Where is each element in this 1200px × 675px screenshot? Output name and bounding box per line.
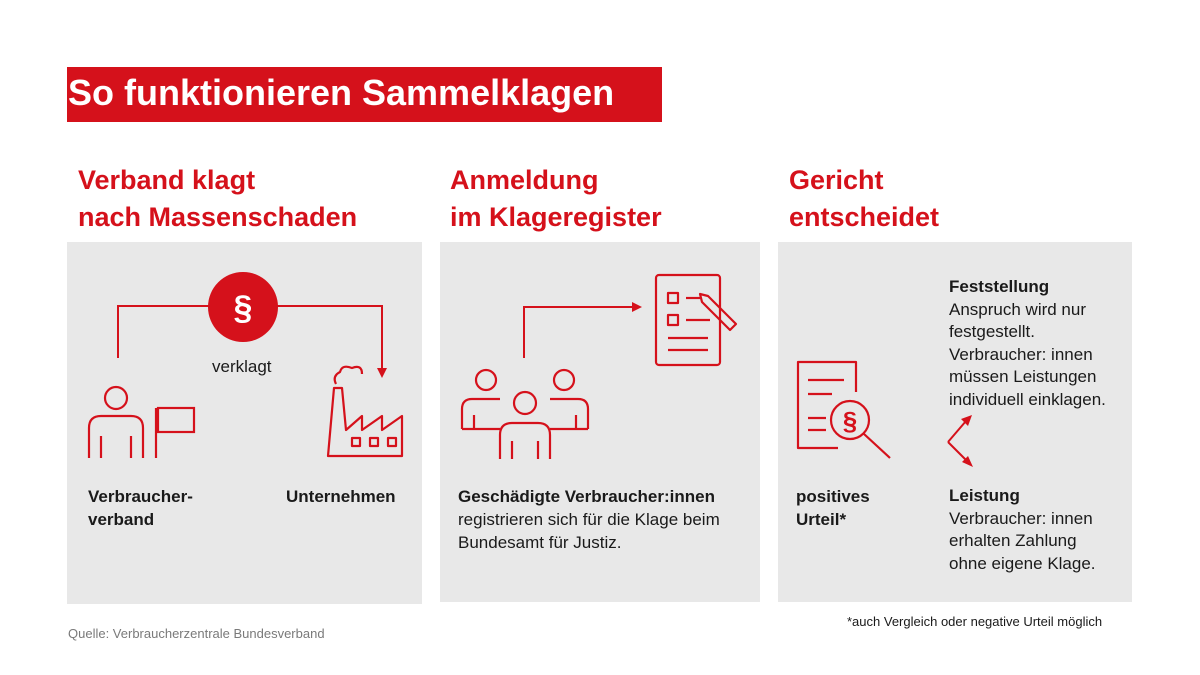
actor-company: Unternehmen	[286, 487, 396, 506]
column-heading-1: Verband klagt nach Massenschaden	[78, 162, 357, 236]
outcome-leistung: Leistung Verbraucher: innen erhalten Zah…	[949, 485, 1096, 575]
registry-text-line2: registrieren sich für die Klage beim	[458, 510, 720, 529]
outcome1-line5: individuell einklagen.	[949, 389, 1106, 409]
outcome1-line4: müssen Leistungen	[949, 367, 1097, 386]
factory-icon	[326, 365, 404, 458]
verdict-paragraph-symbol: §	[843, 406, 857, 436]
verdict-document-icon: §	[796, 360, 891, 459]
column-heading-3-line1: Gericht	[789, 165, 884, 195]
verdict-label: positives Urteil*	[796, 485, 870, 531]
paragraph-symbol: §	[234, 289, 253, 327]
column-heading-2-line2: im Klageregister	[450, 202, 662, 232]
outcome1-title: Feststellung	[949, 277, 1050, 296]
actor-left-line1: Verbraucher-	[88, 487, 193, 506]
panel-registry	[440, 242, 760, 602]
outcome2-line1: Verbraucher: innen	[949, 508, 1093, 528]
registry-text-bold: Geschädigte Verbraucher:innen	[458, 487, 715, 506]
registry-text-line3: Bundesamt für Justiz.	[458, 533, 622, 552]
outcome1-line2: festgestellt.	[949, 322, 1035, 341]
column-heading-2: Anmeldung im Klageregister	[450, 162, 662, 236]
verdict-line2: Urteil*	[796, 510, 847, 529]
column-heading-3: Gericht entscheidet	[789, 162, 939, 236]
column-heading-1-line1: Verband klagt	[78, 165, 256, 195]
consumer-group-icon	[460, 368, 590, 459]
actor-consumer-association: Verbraucher- verband	[88, 485, 193, 531]
panel-verdict	[778, 242, 1132, 602]
column-heading-1-line2: nach Massenschaden	[78, 202, 358, 232]
outcome2-line2: erhalten Zahlung	[949, 531, 1077, 550]
page-title: So funktionieren Sammelklagen	[68, 72, 615, 113]
registry-document-icon	[654, 273, 738, 367]
footnote: *auch Vergleich oder negative Urteil mög…	[847, 614, 1103, 629]
registry-description: Geschädigte Verbraucher:innen registrier…	[458, 485, 720, 554]
outcome1-line3: Verbraucher: innen	[949, 344, 1093, 364]
verdict-line1: positives	[796, 487, 870, 506]
paragraph-circle-icon: §	[208, 272, 278, 342]
consumer-association-icon	[87, 385, 196, 458]
source-note: Quelle: Verbraucherzentrale Bundesverban…	[68, 626, 325, 641]
outcome-feststellung: Feststellung Anspruch wird nur festgeste…	[949, 276, 1106, 411]
outcome2-title: Leistung	[949, 486, 1020, 505]
title-banner	[67, 67, 662, 122]
column-heading-2-line1: Anmeldung	[450, 165, 599, 195]
column-heading-3-line2: entscheidet	[789, 202, 940, 232]
outcome1-line1: Anspruch wird nur	[949, 299, 1087, 319]
arrow-label: verklagt	[212, 357, 272, 376]
actor-left-line2: verband	[88, 510, 155, 529]
outcome2-line3: ohne eigene Klage.	[949, 553, 1096, 573]
